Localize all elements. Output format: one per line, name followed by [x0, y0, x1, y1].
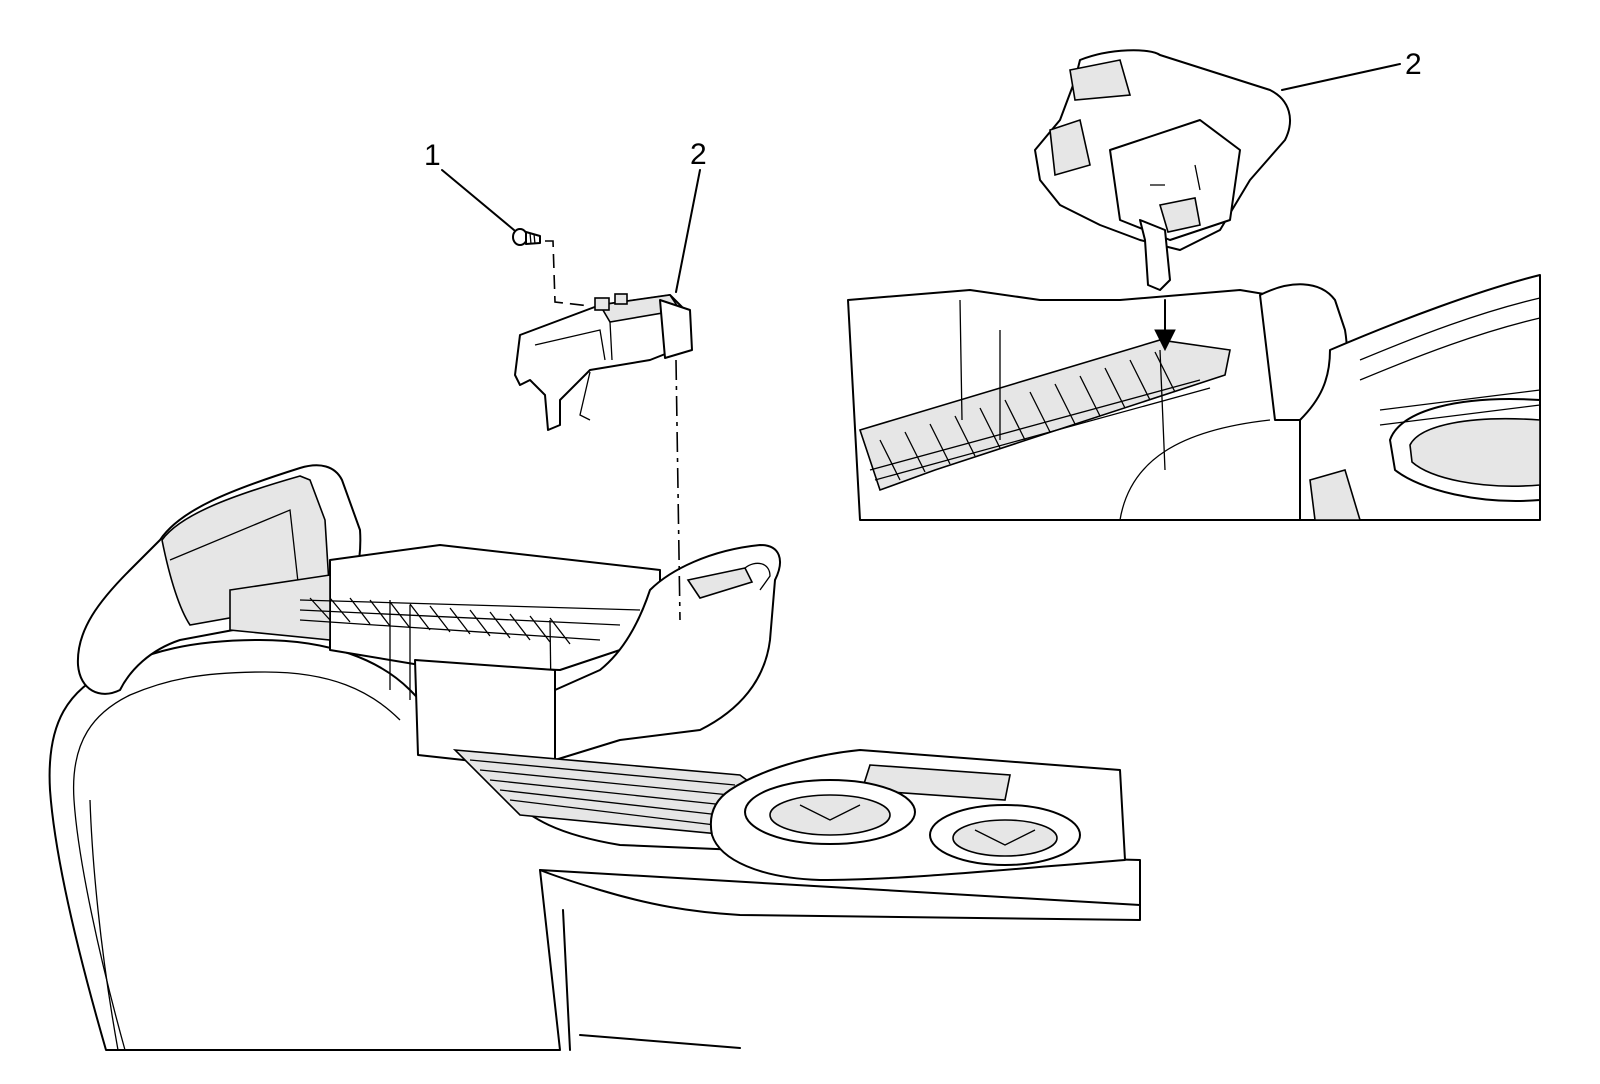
- detail-view-install: [847, 49, 1541, 521]
- callout-2-left-leader: [675, 169, 701, 293]
- bracket-guide-line: [675, 359, 681, 621]
- switch-assembly-left: [514, 293, 693, 431]
- ribbed-floor-mat: [452, 749, 762, 836]
- callout-label-2-left: 2: [690, 138, 707, 171]
- screw-fastener: [512, 228, 541, 246]
- callout-label-2-right: 2: [1405, 48, 1422, 81]
- center-console-main-view: [48, 464, 1141, 1051]
- callout-label-1: 1: [424, 139, 441, 172]
- callout-1-leader: [441, 169, 515, 231]
- callout-2-right-leader: [1281, 63, 1401, 91]
- cup-holder-module: [710, 749, 1126, 881]
- bin-rib-hatch: [309, 597, 571, 645]
- switch-assembly-right: [1034, 49, 1291, 291]
- screw-guide-line: [545, 240, 591, 307]
